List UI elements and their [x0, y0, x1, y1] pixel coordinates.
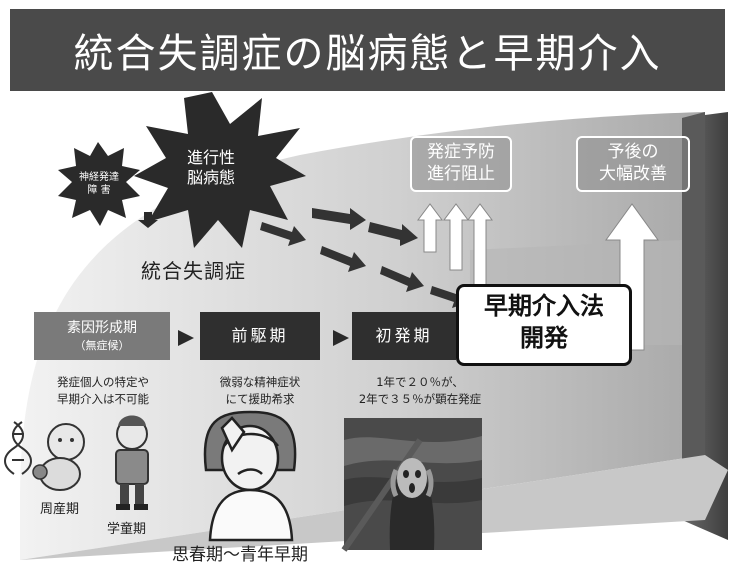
first-episode-note-line-2: 2年で３５％が顕在発症 [358, 391, 482, 406]
prognosis-line-2: 大幅改善 [599, 164, 667, 185]
neurodevelopment-label: 神経発達 障 害 [66, 172, 132, 197]
stage-prodromal: 前駆期 [200, 312, 320, 360]
prognosis-up-arrow [605, 203, 659, 351]
dna-icon [4, 421, 32, 475]
school-age-label: 学童期 [107, 522, 147, 537]
dashed-arrows [260, 208, 470, 308]
burst-small-line-1: 神経発達 [79, 172, 119, 183]
burst-large-line-2: 脳病態 [186, 168, 235, 187]
formation-note-line-1: 発症個人の特定や [57, 375, 149, 389]
prodromal-note-line-2: にて援助希求 [225, 391, 295, 406]
child-figure [115, 415, 149, 510]
perinatal-label: 周産期 [40, 502, 80, 517]
prevention-up-arrows [417, 203, 493, 293]
page-title: 統合失調症の脳病態と早期介入 [73, 31, 662, 77]
prognosis-line-1: 予後の [607, 142, 659, 162]
stage-prodromal-label: 前駆期 [231, 326, 289, 345]
distressed-person-figure [203, 410, 297, 542]
formation-note: 発症個人の特定や 早期介入は不可能 [36, 374, 170, 407]
schizophrenia-label: 統合失調症 [141, 259, 246, 283]
stage-formation-label: 素因形成期 [67, 320, 137, 336]
formation-note-line-2: 早期介入は不可能 [57, 391, 149, 406]
early-intervention-callout: 早期介入法 開発 [456, 284, 632, 366]
stage-first-episode-label: 初発期 [375, 326, 433, 345]
prognosis-label: 予後の 大幅改善 [576, 136, 690, 192]
burst-small-line-2: 障 害 [87, 184, 111, 196]
scream-painting [341, 418, 482, 552]
stage-arrow-1 [178, 330, 194, 346]
first-episode-note: 1年で２０％が、 2年で３５％が顕在発症 [340, 374, 500, 407]
progressive-pathology-label: 進行性 脳病態 [176, 148, 246, 188]
first-episode-note-line-1: 1年で２０％が、 [376, 375, 464, 389]
stage-first-episode: 初発期 [352, 312, 456, 360]
prodromal-note-line-1: 微弱な精神症状 [219, 375, 301, 389]
stage-formation: 素因形成期 （無症候） [34, 312, 170, 360]
adolescence-label: 思春期〜青年早期 [172, 545, 308, 565]
prevention-line-1: 発症予防 [427, 142, 495, 162]
prodromal-note: 微弱な精神症状 にて援助希求 [196, 374, 324, 407]
burst-large-line-1: 進行性 [186, 148, 235, 167]
stage-formation-sub: （無症候） [74, 339, 130, 352]
progressive-pathology-burst [134, 92, 306, 248]
prevention-line-2: 進行阻止 [427, 164, 495, 185]
baby-figure [32, 423, 85, 491]
callout-line-2: 開発 [520, 324, 568, 353]
small-down-arrow [138, 212, 158, 228]
neurodevelopment-burst [58, 142, 140, 226]
prevention-label: 発症予防 進行阻止 [410, 136, 512, 192]
callout-line-1: 早期介入法 [484, 292, 604, 320]
title-bar: 統合失調症の脳病態と早期介入 [10, 9, 725, 91]
stage-arrow-2 [333, 330, 349, 346]
